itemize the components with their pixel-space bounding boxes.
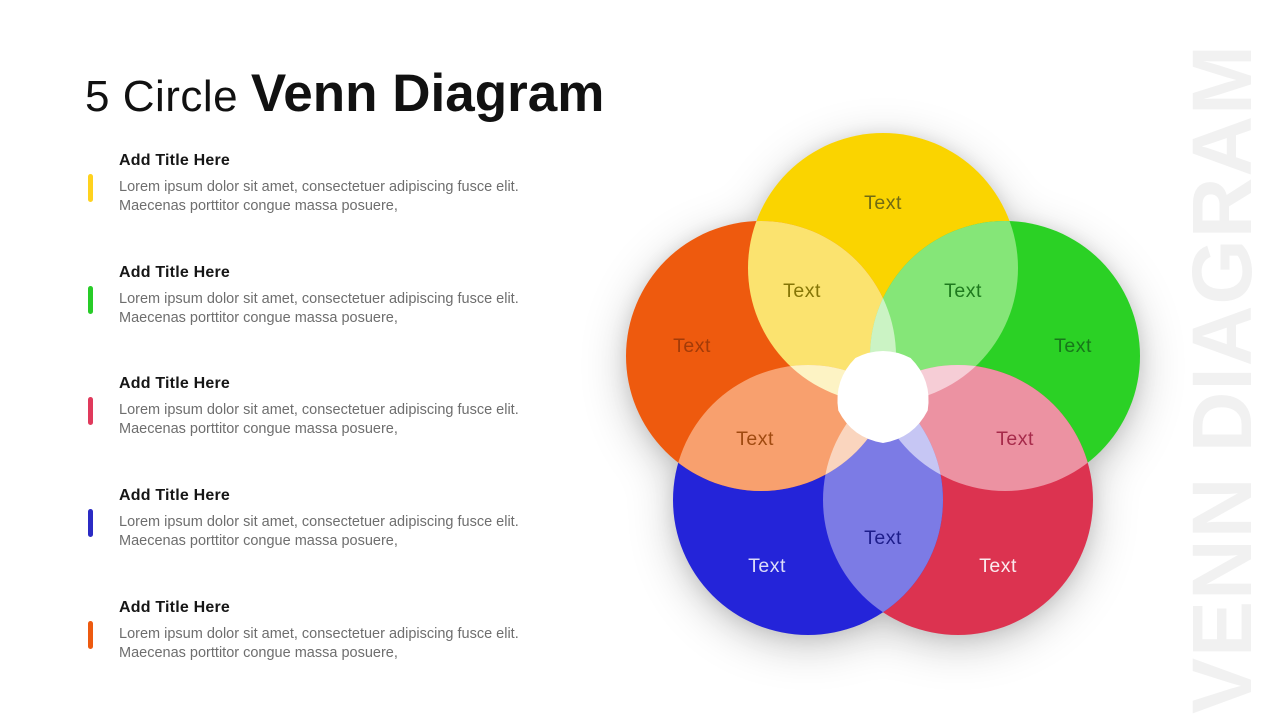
item-accent-bar	[88, 174, 93, 202]
item-title: Add Title Here	[119, 487, 230, 505]
venn-label-yellow: Text	[864, 192, 902, 214]
item-title: Add Title Here	[119, 263, 230, 281]
list-item: Add Title Here Lorem ipsum dolor sit ame…	[88, 375, 579, 439]
item-title: Add Title Here	[119, 598, 230, 616]
item-accent-bar	[88, 509, 93, 538]
venn-label-blue: Text	[748, 555, 786, 577]
item-body: Lorem ipsum dolor sit amet, consectetuer…	[119, 402, 519, 438]
item-body: Lorem ipsum dolor sit amet, consectetuer…	[119, 514, 519, 549]
venn-label-yellow-orange: Text	[783, 280, 821, 302]
item-accent-bar	[88, 620, 93, 649]
item-accent-bar	[88, 397, 93, 426]
title-emphasis: Venn Diagram	[250, 64, 605, 124]
item-body: Lorem ipsum dolor sit amet, consectetuer…	[119, 179, 519, 214]
venn-center-shape	[837, 351, 929, 443]
list-item: Add Title Here Lorem ipsum dolor sit ame…	[88, 599, 579, 663]
list-item: Add Title Here Lorem ipsum dolor sit ame…	[88, 487, 579, 551]
watermark-text: VENN DIAGRAM	[1175, 43, 1269, 714]
venn-label-yellow-green: Text	[944, 280, 982, 302]
item-title: Add Title Here	[119, 152, 230, 169]
venn-label-red-blue: Text	[864, 527, 902, 549]
venn-label-green: Text	[1054, 335, 1092, 357]
page-title: 5 Circle Venn Diagram	[85, 63, 604, 124]
item-list: Add Title Here Lorem ipsum dolor sit ame…	[88, 152, 579, 710]
venn-diagram: Text Text Text Text Text Text Text Text …	[626, 133, 1140, 635]
item-accent-bar	[88, 285, 93, 314]
venn-label-blue-orange: Text	[736, 428, 774, 450]
item-title: Add Title Here	[119, 375, 230, 393]
item-body: Lorem ipsum dolor sit amet, consectetuer…	[119, 290, 519, 326]
list-item: Add Title Here Lorem ipsum dolor sit ame…	[88, 264, 579, 328]
item-body: Lorem ipsum dolor sit amet, consectetuer…	[119, 625, 519, 661]
list-item: Add Title Here Lorem ipsum dolor sit ame…	[88, 152, 579, 216]
venn-label-orange: Text	[673, 335, 711, 357]
venn-label-red: Text	[979, 555, 1017, 577]
venn-label-green-red: Text	[996, 428, 1034, 450]
title-prefix: 5 Circle	[85, 72, 251, 122]
